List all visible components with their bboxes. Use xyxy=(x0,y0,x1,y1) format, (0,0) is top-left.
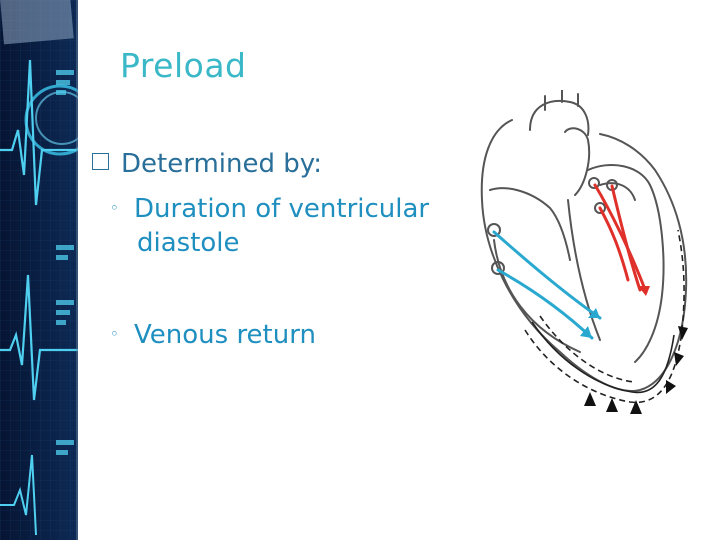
subbullet-text-line2: diastole xyxy=(137,228,240,258)
subbullet-text: Venous return xyxy=(134,320,316,350)
subbullet-text: Duration of ventricular xyxy=(134,194,430,224)
conduction-arrowheads xyxy=(584,326,688,414)
valve-circle xyxy=(588,177,600,189)
left-ventricle-wall xyxy=(587,164,665,363)
red-flow-arrow xyxy=(610,184,642,292)
conduction-path-inner xyxy=(539,315,635,383)
decorative-ecg-sidebar xyxy=(0,0,78,540)
subbullet-venous-return: ◦ Venous return xyxy=(110,318,316,352)
valve-circle xyxy=(487,223,501,237)
subbullet-duration-continuation: diastole xyxy=(137,227,240,260)
bullet-text: Determined by: xyxy=(121,149,322,179)
heart-illustration xyxy=(480,90,688,414)
ecg-background-graphic xyxy=(0,0,78,540)
septum xyxy=(567,199,601,341)
great-vessels xyxy=(544,90,579,111)
right-heart-wall xyxy=(489,187,571,261)
right-ventricle-wall xyxy=(493,239,581,353)
subbullet-duration: ◦ Duration of ventricular xyxy=(110,192,429,226)
bullet-determined-by: Determined by: xyxy=(92,148,322,180)
blue-flow-arrow xyxy=(496,268,594,340)
red-flow-arrow xyxy=(593,183,648,294)
aorta-arch xyxy=(529,100,590,136)
valve-circle xyxy=(594,202,606,214)
pulmonary-trunk xyxy=(564,127,591,196)
ring-bullet-icon: ◦ xyxy=(110,199,119,217)
heart-outline xyxy=(480,119,688,392)
checkbox-bullet-icon xyxy=(92,153,109,170)
conduction-path-dashed xyxy=(524,229,685,404)
blue-flow-arrow xyxy=(492,230,602,320)
valve-circle xyxy=(491,261,505,275)
left-atrium-wall xyxy=(599,182,636,201)
ring-bullet-icon: ◦ xyxy=(110,325,119,343)
conduction-path-solid xyxy=(531,321,675,394)
slide-title: Preload xyxy=(120,46,247,85)
red-flow-arrow xyxy=(598,206,630,282)
